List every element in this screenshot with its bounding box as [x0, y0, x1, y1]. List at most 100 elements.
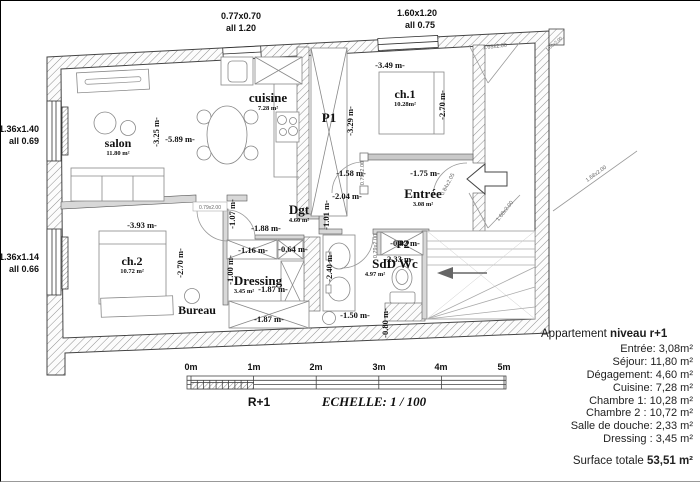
scale-tick-1: 1m	[247, 362, 260, 372]
wall-corner-tab	[548, 28, 565, 46]
dim-salon-w: -5.89 m-	[165, 134, 195, 144]
room-label-p2: P2	[396, 237, 409, 251]
legend-item-dressing: Dressing : 3,45 m²	[603, 433, 693, 446]
dim-158: -1.58 m-	[336, 168, 366, 178]
legend-item-entree: Entrée: 3,08m²	[620, 342, 693, 355]
legend-total: Surface totale 53,51 m²	[572, 455, 693, 468]
legend-item-salle-de-douche: Salle de douche: 2,33 m²	[570, 420, 693, 433]
desk-chair	[184, 288, 200, 304]
bed-ch1	[378, 71, 445, 135]
dim-233: -2.33 m-	[384, 254, 414, 264]
dim-ch1-right: -2.70 m-	[437, 90, 447, 120]
wall-ch1-corridor-upper	[472, 44, 486, 164]
dim-150: -1.50 m-	[340, 310, 370, 320]
closet-p1	[310, 47, 348, 217]
window-label-top-center-size: 0.77x0.70	[221, 11, 261, 21]
room-label-cuisine: cuisine	[249, 90, 288, 105]
wall-below-p1	[296, 213, 320, 220]
dim-064: -0.64 m-	[278, 244, 308, 254]
doors	[192, 41, 638, 269]
door-arc-dressing	[226, 209, 256, 239]
wall-entree-sdd-left	[318, 228, 343, 235]
dim-ch1-left: -3.29 m-	[345, 106, 355, 136]
door-label-entree: 0.84x2.05	[440, 172, 457, 196]
room-label-dgt: Dgt	[289, 202, 310, 217]
window-top-right	[377, 35, 439, 51]
door-double-bottom-right	[468, 192, 521, 229]
dimension-labels: -5.89 m- -3.25 m- -3.49 m- -3.29 m- -2.7…	[127, 60, 447, 338]
room-area-sdd: 4.97 m²	[365, 271, 385, 278]
room-label-dressing: Dressing	[234, 273, 283, 288]
window-label-top-right-sill: all 0.75	[405, 20, 435, 30]
legend-panel: Appartement niveau r+1 Entrée: 3,08m² Sé…	[541, 328, 693, 468]
dressing-closets	[226, 239, 310, 329]
dim-082: -0.82 m-	[390, 238, 420, 248]
dim-080: -0.80 m-	[380, 308, 390, 338]
scale-tick-0: 0m	[184, 362, 197, 372]
wall-dgt-corner	[226, 194, 248, 202]
bathroom-fixtures	[322, 234, 416, 325]
floor-label: R+1	[248, 395, 271, 409]
legend-title: Appartement niveau r+1	[541, 328, 668, 340]
door-label-sdd: 0.79x2.00	[373, 234, 379, 258]
door-label-salon-ch2: 0.79x2.00	[199, 205, 221, 211]
kitchen-counter	[273, 84, 299, 178]
scale-tick-4: 4m	[434, 362, 447, 372]
stairs-direction-arrow	[437, 267, 487, 279]
door-label-top-right: 1.65x2.00	[483, 43, 508, 51]
wall-dressing-top	[254, 234, 305, 240]
sofa	[70, 167, 165, 202]
door-label-bottom-right: 1.68x2.00	[495, 200, 515, 223]
scale-tick-2: 2m	[309, 362, 322, 372]
side-table	[120, 120, 136, 136]
radiator	[61, 106, 69, 156]
room-label-entree: Entrée	[404, 186, 442, 201]
dim-ch1-w: -3.49 m-	[375, 60, 405, 70]
scale-tick-5: 5m	[497, 362, 510, 372]
kitchen-sink	[220, 56, 254, 86]
dim-188: -1.88 m-	[251, 223, 281, 233]
legend-item-sejour: Séjour: 11,80 m²	[612, 355, 693, 368]
scale-bar: 0m 1m 2m 3m 4m 5m R+1 ECHELLE: 1 / 100	[184, 362, 510, 409]
dim-240: -2.40 m-	[324, 252, 334, 282]
room-area-dressing: 3.45 m²	[234, 288, 254, 295]
scale-label: ECHELLE: 1 / 100	[321, 394, 427, 409]
legend-item-degagement: Dégagement: 4,60 m²	[586, 368, 693, 381]
room-label-ch2: ch.2	[122, 254, 143, 268]
coffee-table	[93, 111, 117, 135]
room-area-ch1: 10.28m²	[394, 101, 416, 108]
window-left-bottom	[46, 228, 69, 296]
window-label-left-bottom-size: 1.36x1.14	[1, 252, 39, 262]
room-label-bureau: Bureau	[178, 303, 216, 317]
scale-tick-3: 3m	[372, 362, 385, 372]
room-area-salon: 11.80 m²	[106, 150, 129, 157]
door-arc-ch1	[331, 161, 364, 194]
door-arc-salon-ch2	[196, 209, 229, 242]
legend-item-chambre2: Chambre 2 : 10,72 m²	[586, 407, 693, 420]
small-sink	[322, 311, 336, 325]
door-leaf-right-wall	[552, 150, 638, 212]
window-labels: 0.77x0.70 all 1.20 1.60x1.20 all 0.75 1.…	[1, 8, 437, 274]
dim-187a: -1.87 m-	[258, 284, 288, 294]
dim-100: -1.00 m-	[225, 255, 235, 285]
window-label-left-top-size: 1.36x1.40	[1, 124, 39, 134]
desk	[100, 295, 174, 318]
dining-table	[196, 105, 259, 165]
stove	[275, 111, 300, 143]
window-left-top	[46, 100, 69, 162]
dim-175: -1.75 m-	[410, 168, 440, 178]
bed-ch2	[98, 230, 167, 305]
dim-ch2-w: -3.93 m-	[127, 220, 157, 230]
door-arc-entree	[432, 162, 468, 198]
dim-salon-h: -3.25 m-	[151, 117, 161, 147]
room-labels: salon 11.80 m² cuisine 7.28 m² ch.1 10.2…	[105, 87, 442, 317]
interior-partitions	[60, 44, 486, 322]
door-label-ch1: 0.79x2.00	[360, 161, 366, 185]
wall-ch1-entree	[367, 153, 474, 161]
dim-204: -2.04 m-	[332, 191, 362, 201]
door-double-top-right	[468, 41, 521, 84]
windows	[46, 35, 439, 296]
dim-187b: -1.87 m-	[254, 314, 284, 324]
